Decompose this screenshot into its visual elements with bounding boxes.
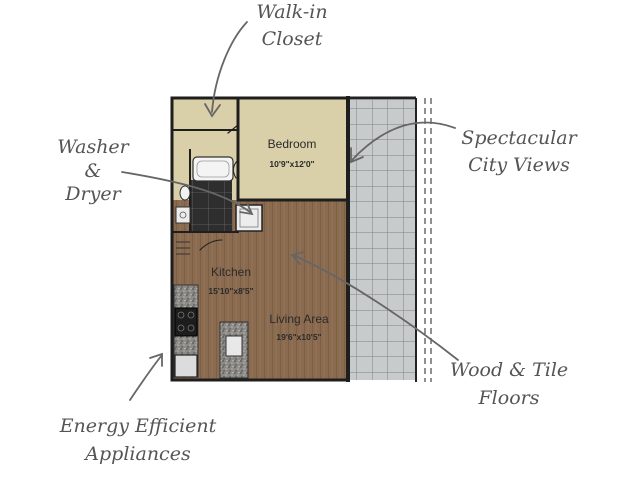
callout-city-views: Spectacular City Views: [461, 127, 578, 176]
svg-text:Washer: Washer: [57, 136, 130, 158]
svg-text:Energy Efficient: Energy Efficient: [59, 415, 217, 437]
closet-arrow: [211, 21, 248, 113]
toilet: [179, 185, 191, 201]
bedroom-dims: 10'9"x12'0": [269, 159, 314, 169]
balcony: [348, 96, 432, 382]
kitchen-sink: [225, 335, 243, 357]
svg-text:Floors: Floors: [478, 387, 540, 409]
closet-floor: [172, 98, 238, 130]
wood-arrow: [292, 254, 459, 361]
entry: [176, 241, 190, 255]
living-area-dims: 19'6"x10'5": [276, 332, 321, 342]
svg-text:Spectacular: Spectacular: [461, 127, 578, 149]
living-area-name: Living Area: [269, 312, 329, 326]
stove: [174, 307, 198, 337]
kitchen-fixtures: [173, 284, 249, 379]
svg-text:Dryer: Dryer: [64, 183, 122, 205]
washer-arrow: [121, 171, 251, 213]
bedroom-name: Bedroom: [268, 137, 317, 151]
svg-text:Closet: Closet: [262, 28, 323, 50]
city-views-arrow: [351, 121, 456, 161]
kitchen-name: Kitchen: [211, 265, 251, 279]
svg-text:Appliances: Appliances: [83, 443, 191, 465]
refrigerator: [174, 354, 198, 378]
callout-washer-dryer: Washer & Dryer: [57, 136, 130, 205]
svg-text:Walk-in: Walk-in: [256, 1, 327, 23]
bathroom: [175, 156, 234, 224]
callout-energy-efficient-appliances: Energy Efficient Appliances: [59, 415, 217, 465]
bath-sink: [175, 206, 191, 224]
svg-text:&: &: [85, 160, 102, 182]
callout-arrows: [121, 21, 459, 401]
svg-text:City Views: City Views: [468, 154, 570, 176]
callout-walk-in-closet: Walk-in Closet: [256, 1, 327, 50]
kitchen-dims: 15'10"x8'5": [208, 286, 253, 296]
bathtub: [192, 156, 234, 182]
appliances-arrow: [129, 354, 163, 401]
svg-text:Wood & Tile: Wood & Tile: [450, 359, 568, 381]
callout-wood-tile-floors: Wood & Tile Floors: [450, 359, 568, 409]
